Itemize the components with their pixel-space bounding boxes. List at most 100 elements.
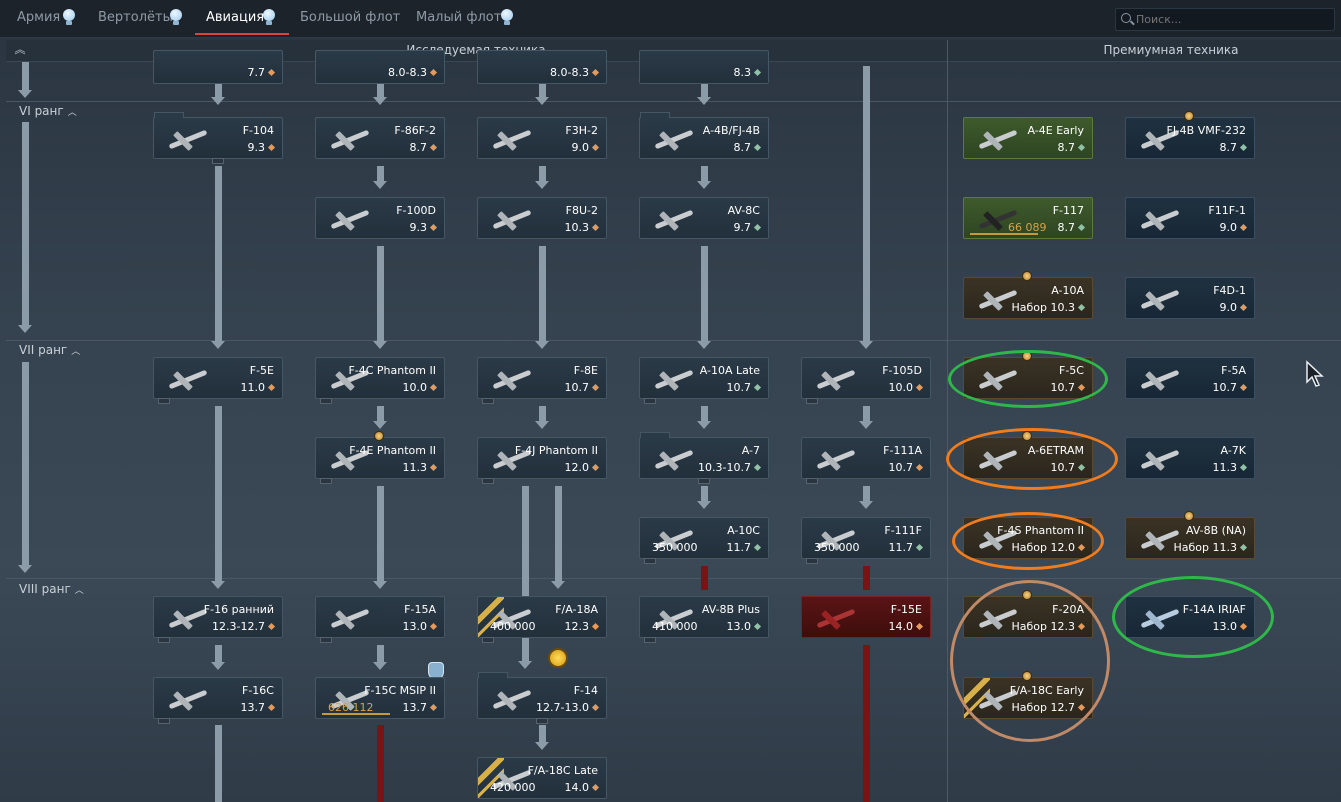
vehicle-card-av8bplus[interactable]: AV-8B Plus 410 000 13.0 <box>639 596 769 643</box>
vehicle-card-av8c[interactable]: AV-8C 9.7 <box>639 197 769 239</box>
vehicle-card-f100d[interactable]: F-100D 9.3 <box>315 197 445 239</box>
research-cost: 410 000 <box>652 620 698 633</box>
arrow-down-icon <box>373 341 387 349</box>
vehicle-card-partial[interactable]: 8.0-8.3 <box>477 50 607 84</box>
aircraft-icon <box>486 204 542 234</box>
vehicle-card-f14[interactable]: F-14 12.7-13.0 <box>477 672 607 724</box>
vehicle-card-partial[interactable]: 8.3 <box>639 50 769 84</box>
vehicle-card-f104[interactable]: F-104 9.3 <box>153 112 283 164</box>
aircraft-icon <box>486 684 542 714</box>
diamond-icon <box>267 68 276 77</box>
premium-card-a4e-early[interactable]: A-4E Early 8.7 <box>963 117 1093 159</box>
arrow-down-icon <box>18 565 32 573</box>
search-input[interactable] <box>1136 12 1326 27</box>
vehicle-card-a10late[interactable]: A-10A Late 10.7 <box>639 357 769 404</box>
arrow-down-icon <box>373 97 387 105</box>
connector <box>522 486 529 662</box>
tab-bluewater-fleet[interactable]: Большой флот <box>300 10 401 25</box>
vehicle-card-f8e[interactable]: F-8E 10.7 <box>477 357 607 404</box>
tab-army[interactable]: Армия <box>17 10 61 25</box>
event-badge-icon <box>1184 511 1194 521</box>
rank-arrow <box>22 62 29 92</box>
vehicle-card-f4e[interactable]: F-4E Phantom II 11.3 <box>315 431 445 484</box>
diamond-icon <box>591 622 600 631</box>
connector <box>377 645 384 663</box>
diamond-icon <box>1077 143 1086 152</box>
aircraft-icon <box>1134 444 1190 474</box>
alarm-clock-icon <box>548 648 568 668</box>
collapse-all-button[interactable]: ︽ <box>14 43 26 56</box>
vehicle-card-f15a[interactable]: F-15A 13.0 <box>315 596 445 643</box>
research-cost: 350 000 <box>652 541 698 554</box>
arrow-down-icon <box>211 581 225 589</box>
premium-card-f11f1[interactable]: F11F-1 9.0 <box>1125 197 1255 239</box>
vehicle-card-f16early[interactable]: F-16 ранний 12.3-12.7 <box>153 596 283 643</box>
premium-card-av8bna[interactable]: AV-8B (NA) Набор 11.3 <box>1125 511 1255 559</box>
premium-section-title: Премиумная техника <box>1103 43 1239 57</box>
arrow-down-icon <box>697 97 711 105</box>
tab-aviation[interactable]: Авиация <box>206 10 265 25</box>
connector-locked <box>863 566 870 590</box>
vehicle-card-f86f2[interactable]: F-86F-2 8.7 <box>315 117 445 159</box>
vehicle-card-f4j[interactable]: F-4J Phantom II 12.0 <box>477 437 607 484</box>
diamond-icon <box>591 383 600 392</box>
premium-card-f4d1[interactable]: F4D-1 9.0 <box>1125 277 1255 319</box>
diamond-icon <box>429 68 438 77</box>
arrow-down-icon <box>373 181 387 189</box>
highlight-circle-green <box>1112 576 1274 658</box>
connector <box>701 84 708 98</box>
vehicle-card-a10c[interactable]: A-10C 350 000 11.7 <box>639 517 769 564</box>
connector <box>539 725 546 743</box>
vehicle-card-f5e[interactable]: F-5E 11.0 <box>153 357 283 404</box>
search-box[interactable] <box>1115 8 1335 31</box>
vehicle-card-partial[interactable]: 7.7 <box>153 50 283 84</box>
vehicle-card-fa18a[interactable]: F/A-18A 400 000 12.3 <box>477 596 607 643</box>
aircraft-icon <box>162 364 218 394</box>
premium-card-f5a[interactable]: F-5A 10.7 <box>1125 357 1255 399</box>
premium-divider <box>947 40 948 802</box>
diamond-icon <box>591 223 600 232</box>
vehicle-card-f111a[interactable]: F-111A 10.7 <box>801 437 931 484</box>
vehicle-card-partial[interactable]: 8.0-8.3 <box>315 50 445 84</box>
vehicle-card-f3h2[interactable]: F3H-2 9.0 <box>477 117 607 159</box>
arrow-down-icon <box>535 742 549 750</box>
vehicle-card-f15e[interactable]: F-15E 14.0 <box>801 596 931 638</box>
rank-label-viii[interactable]: VIII ранг︿ <box>19 582 84 596</box>
rank-label-vii[interactable]: VII ранг︿ <box>19 343 81 357</box>
rank-label-vi[interactable]: VI ранг︿ <box>19 104 77 118</box>
vehicle-card-a4b[interactable]: A-4B/FJ-4B 8.7 <box>639 112 769 159</box>
premium-card-a10a[interactable]: A-10A Набор 10.3 <box>963 271 1093 319</box>
connector <box>539 246 546 342</box>
research-progress-bar <box>970 233 1038 235</box>
vehicle-card-a7[interactable]: A-7 10.3-10.7 <box>639 432 769 484</box>
diamond-icon <box>1239 303 1248 312</box>
vehicle-card-f111f[interactable]: F-111F 350 000 11.7 <box>801 517 931 564</box>
premium-card-f117[interactable]: F-117 66 089 8.7 <box>963 197 1093 239</box>
vehicle-card-fa18clate[interactable]: F/A-18C Late 420 000 14.0 <box>477 757 607 799</box>
vehicle-card-f16c[interactable]: F-16C 13.7 <box>153 677 283 724</box>
tab-coastal-fleet[interactable]: Малый флот <box>416 10 502 25</box>
search-icon <box>1121 13 1131 23</box>
premium-card-fj4b[interactable]: FJ-4B VMF-232 8.7 <box>1125 111 1255 159</box>
aircraft-icon <box>324 124 380 154</box>
connector <box>701 406 708 422</box>
event-badge-icon <box>374 431 384 441</box>
aircraft-icon <box>648 204 704 234</box>
bulb-icon <box>500 9 514 27</box>
arrow-down-icon <box>535 341 549 349</box>
vehicle-card-f8u2[interactable]: F8U-2 10.3 <box>477 197 607 239</box>
tab-helicopters[interactable]: Вертолёты <box>98 10 173 25</box>
arrow-down-icon <box>859 341 873 349</box>
chevron-up-icon: ︿ <box>71 347 81 357</box>
rank-separator <box>6 101 1341 102</box>
arrow-down-icon <box>697 421 711 429</box>
connector <box>377 246 384 342</box>
arrow-down-icon <box>373 581 387 589</box>
arrow-down-icon <box>211 662 225 670</box>
diamond-icon <box>429 463 438 472</box>
vehicle-card-f105d[interactable]: F-105D 10.0 <box>801 357 931 404</box>
premium-card-a7k[interactable]: A-7K 11.3 <box>1125 437 1255 479</box>
connector <box>215 725 222 802</box>
vehicle-card-f15c[interactable]: F-15C MSIP II 626 112 13.7 <box>315 677 445 719</box>
vehicle-card-f4c[interactable]: F-4C Phantom II 10.0 <box>315 357 445 404</box>
